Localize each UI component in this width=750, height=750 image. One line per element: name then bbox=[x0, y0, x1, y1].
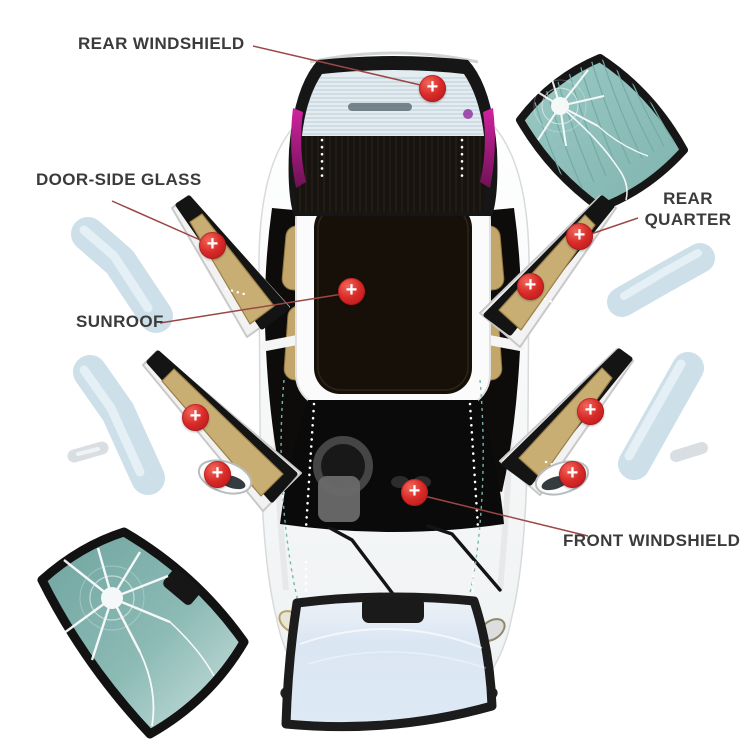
crack-pattern bbox=[59, 547, 215, 727]
leader-door-side-glass bbox=[111, 200, 208, 244]
leader-lines bbox=[111, 45, 639, 537]
replacement-windshield bbox=[281, 592, 497, 732]
marker-front-right-door[interactable]: + bbox=[577, 398, 604, 425]
detached-door-glass-right bbox=[607, 243, 715, 480]
label-rear-windshield: REAR WINDSHIELD bbox=[78, 34, 245, 53]
label-sunroof: SUNROOF bbox=[76, 312, 164, 331]
label-door-side-glass: DOOR-SIDE GLASS bbox=[36, 170, 202, 189]
marker-sunroof[interactable]: + bbox=[338, 278, 365, 305]
wiper-left bbox=[328, 526, 398, 600]
leader-sunroof bbox=[159, 292, 350, 324]
marker-front-right-vent[interactable]: + bbox=[559, 461, 586, 488]
crack-pattern bbox=[527, 65, 649, 201]
mirror-mount bbox=[163, 569, 201, 605]
leader-rear-windshield bbox=[252, 45, 430, 88]
front-right-door bbox=[499, 348, 634, 496]
marker-rear-left-door[interactable]: + bbox=[199, 232, 226, 259]
detached-door-glass-left bbox=[67, 217, 173, 495]
magenta-accent-left bbox=[291, 108, 306, 188]
front-left-door bbox=[142, 350, 302, 512]
marker-front-left-vent[interactable]: + bbox=[204, 461, 231, 488]
mirror-mount bbox=[362, 597, 424, 623]
label-rear-quarter: REAR QUARTER bbox=[644, 189, 732, 229]
wiper-right bbox=[426, 524, 502, 592]
cracked-glass-bottom-left bbox=[37, 527, 249, 739]
marker-front-left-door[interactable]: + bbox=[182, 404, 209, 431]
windshield-opening bbox=[280, 400, 504, 532]
label-front-windshield: FRONT WINDSHIELD bbox=[563, 531, 741, 550]
projection-dash-left bbox=[280, 379, 309, 639]
cracked-glass-top-right bbox=[516, 54, 688, 212]
marker-rear-right-door[interactable]: + bbox=[517, 273, 544, 300]
leader-rear-quarter bbox=[584, 217, 639, 237]
marker-front-windshield[interactable]: + bbox=[401, 479, 428, 506]
sunroof-panel bbox=[314, 202, 472, 394]
marker-rear-windshield[interactable]: + bbox=[419, 75, 446, 102]
leader-front-windshield bbox=[419, 494, 589, 537]
rear-hatch bbox=[288, 51, 498, 216]
magenta-accent-right bbox=[480, 108, 495, 188]
marker-rear-quarter[interactable]: + bbox=[566, 223, 593, 250]
dotted-guide-lines bbox=[320, 138, 464, 180]
